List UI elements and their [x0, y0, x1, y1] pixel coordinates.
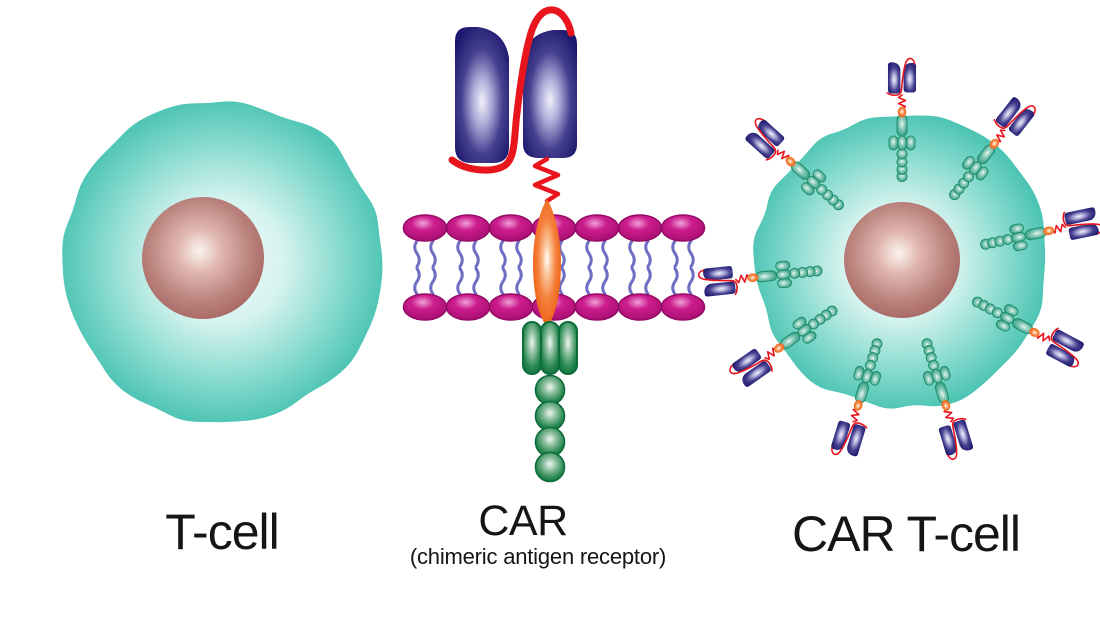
- lipid-head: [617, 214, 663, 242]
- lipid-tail: [671, 267, 679, 296]
- label-car: CAR: [478, 497, 568, 545]
- lipid-tail: [585, 267, 593, 296]
- lipid-head: [660, 293, 706, 321]
- lipid-tail: [413, 267, 421, 296]
- car-t-cell-nucleus: [844, 202, 960, 318]
- lipid-tail: [585, 239, 593, 268]
- label-car-sublabel: (chimeric antigen receptor): [409, 544, 667, 569]
- lipid-tail: [413, 239, 421, 268]
- lipid-head: [402, 293, 448, 321]
- lipid-head: [402, 214, 448, 242]
- antigen-binding-domain: [452, 10, 577, 170]
- lipid-tail: [687, 267, 695, 296]
- car-figure: [402, 10, 706, 483]
- lipid-head: [445, 214, 491, 242]
- hinge-linker: [532, 156, 561, 204]
- lipid-head: [574, 293, 620, 321]
- lipid-tail: [644, 239, 652, 268]
- lipid-tail: [628, 239, 636, 268]
- car-t-cell-figure: [698, 58, 1100, 461]
- lipid-tail: [628, 267, 636, 296]
- lipid-head: [617, 293, 663, 321]
- lipid-tail: [601, 267, 609, 296]
- lipid-head: [488, 214, 534, 242]
- lipid-tail: [456, 267, 464, 296]
- lipid-tail: [601, 239, 609, 268]
- lipid-tail: [671, 239, 679, 268]
- lipid-tail: [429, 267, 437, 296]
- lipid-tail: [472, 239, 480, 268]
- lipid-tail: [644, 267, 652, 296]
- costimulatory-domain: [522, 321, 578, 375]
- lipid-tail: [515, 239, 523, 268]
- lipid-head: [574, 214, 620, 242]
- lipid-head: [488, 293, 534, 321]
- lipid-tail: [687, 239, 695, 268]
- lipid-head: [660, 214, 706, 242]
- lipid-tail: [499, 239, 507, 268]
- label-car-t-cell: CAR T-cell: [791, 506, 1021, 562]
- t-cell-figure: [62, 101, 383, 423]
- lipid-tail: [499, 267, 507, 296]
- lipid-tail: [456, 239, 464, 268]
- lipid-tail: [515, 267, 523, 296]
- lipid-tail: [472, 267, 480, 296]
- lipid-head: [445, 293, 491, 321]
- t-cell-nucleus: [142, 197, 264, 319]
- label-t-cell: T-cell: [165, 504, 279, 560]
- signaling-domain: [534, 374, 566, 483]
- transmembrane-domain: [533, 199, 561, 327]
- lipid-tail: [429, 239, 437, 268]
